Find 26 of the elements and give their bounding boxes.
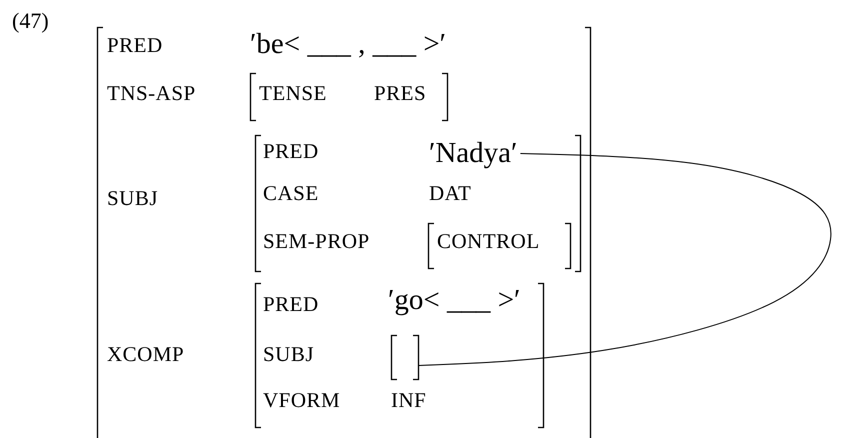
feature-value: ′go< ___ >′ xyxy=(388,286,520,315)
feature-label: TNS-ASP xyxy=(107,83,196,104)
feature-matrix xyxy=(255,135,581,272)
feature-value: ′Nadya′ xyxy=(429,139,518,168)
feature-label: TENSE xyxy=(259,83,327,104)
feature-matrix xyxy=(255,283,544,428)
feature-value: ′be< ___ , ___ >′ xyxy=(250,30,446,59)
feature-matrix xyxy=(428,223,571,269)
feature-matrix xyxy=(250,73,448,121)
feature-label: CONTROL xyxy=(437,231,540,252)
feature-label: INF xyxy=(391,390,426,411)
feature-label: PRES xyxy=(374,83,426,104)
feature-label: CASE xyxy=(263,183,319,204)
feature-label: PRED xyxy=(263,294,319,315)
feature-label: SUBJ xyxy=(263,344,314,365)
feature-label: PRED xyxy=(107,35,163,56)
feature-label: SUBJ xyxy=(107,188,158,209)
feature-label: PRED xyxy=(263,141,319,162)
structure-sharing-line xyxy=(418,153,832,366)
example-number: (47) xyxy=(12,10,49,32)
empty-feature-matrix xyxy=(391,335,419,380)
feature-label: SEM-PROP xyxy=(263,231,370,252)
feature-label: VFORM xyxy=(263,390,340,411)
feature-matrix xyxy=(97,27,591,438)
feature-label: DAT xyxy=(429,183,472,204)
feature-label: XCOMP xyxy=(107,344,184,365)
